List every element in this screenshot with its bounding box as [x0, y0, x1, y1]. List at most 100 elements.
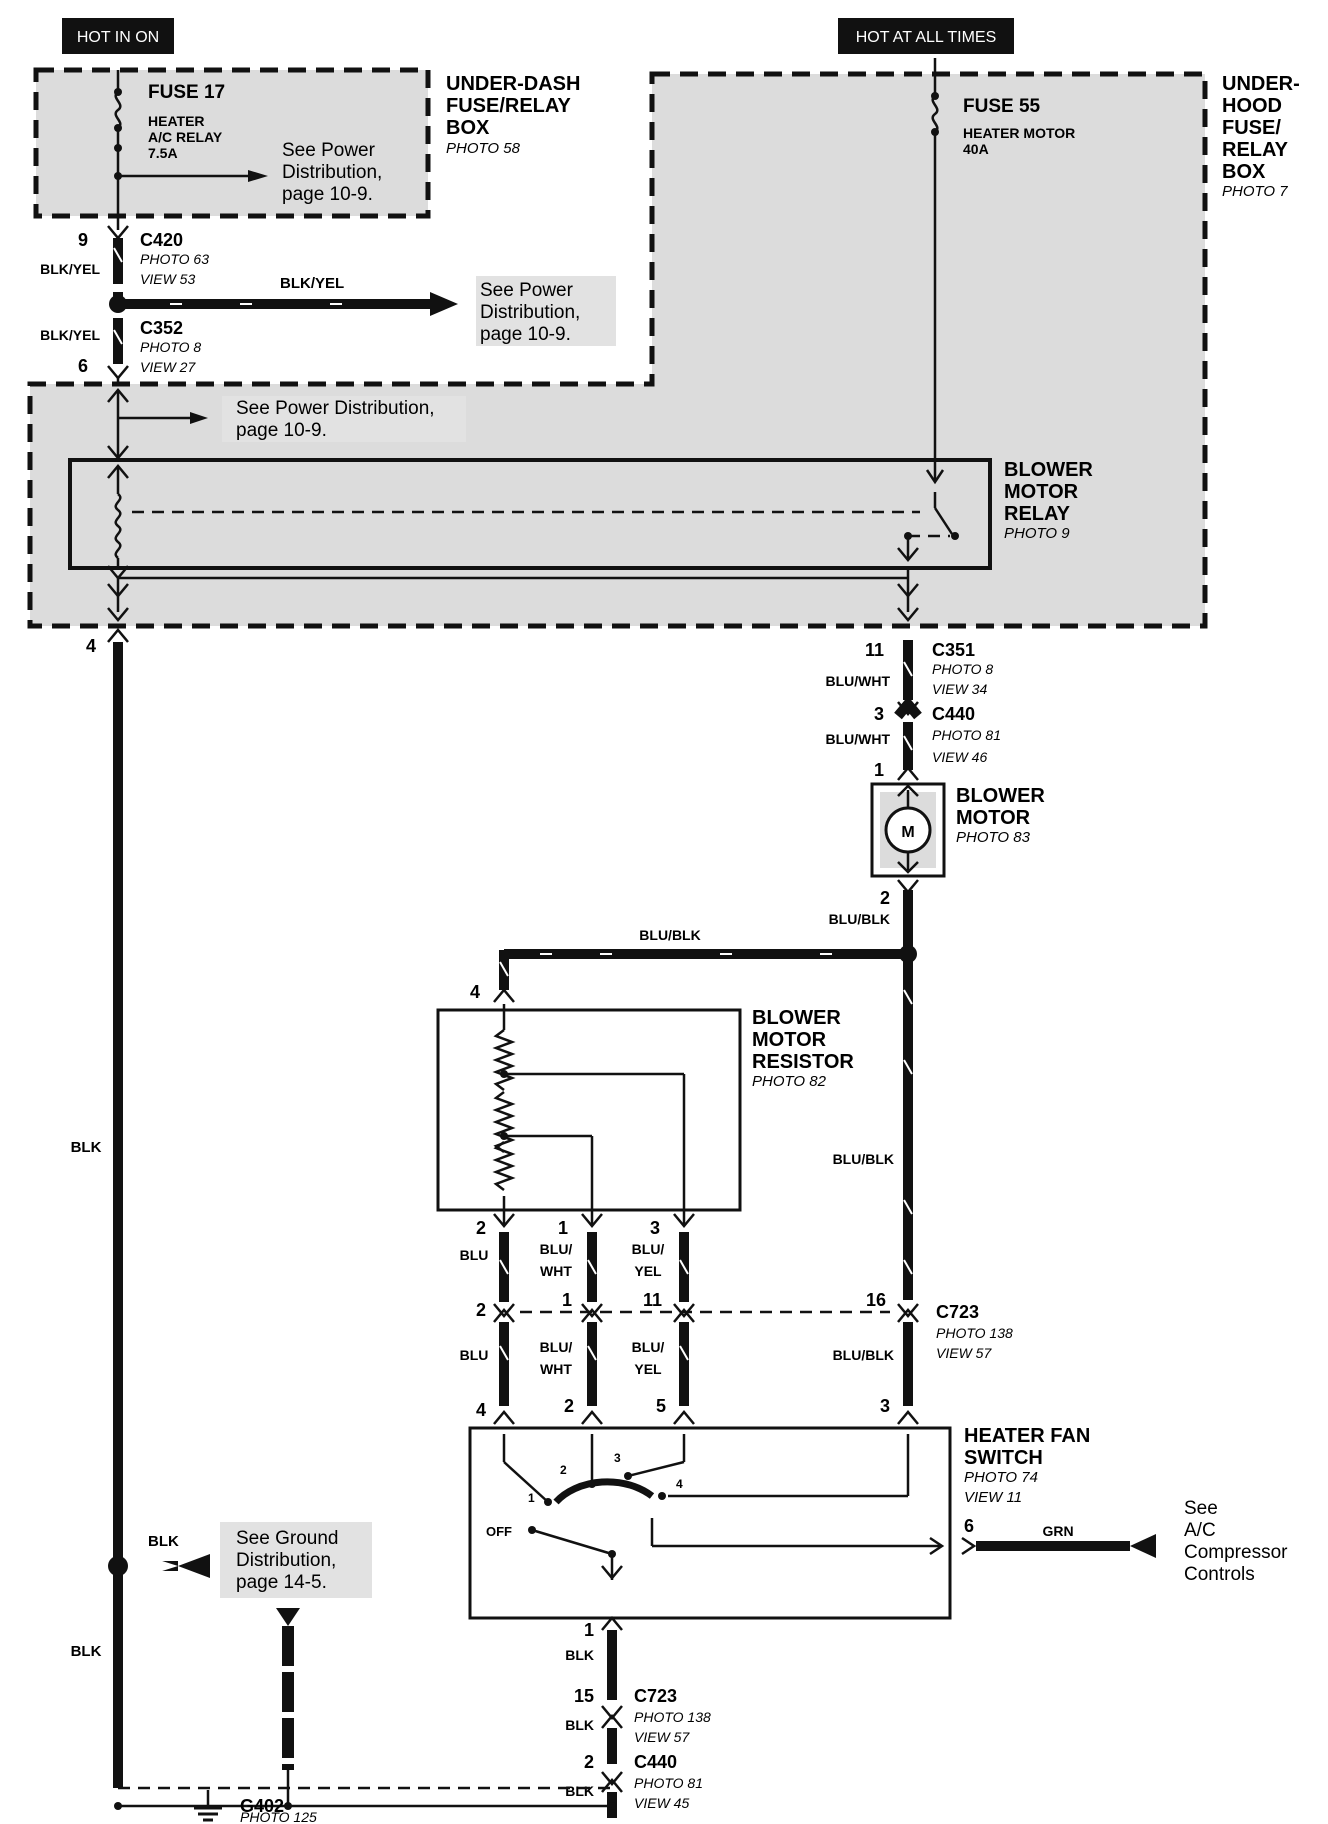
c351-view: VIEW 34 [932, 681, 987, 697]
c352-wire: BLK/YEL [40, 327, 100, 343]
switch-view: VIEW 11 [964, 1489, 1022, 1506]
underhood-title-1: UNDER- [1222, 73, 1300, 95]
c723-pin-11: 11 [643, 1290, 662, 1310]
blower-relay-frame [68, 458, 992, 570]
c723-bot-photo: PHOTO 138 [634, 1709, 711, 1725]
underhood-title-5: BOX [1222, 161, 1266, 183]
c723-pin-2: 2 [476, 1300, 486, 1320]
ground-note-3: page 14-5. [236, 1572, 327, 1593]
fuse-55 [925, 58, 945, 485]
c352-photo: PHOTO 8 [140, 339, 201, 355]
switch-pos-3: 3 [614, 1451, 621, 1465]
grn-see-4: Controls [1184, 1564, 1255, 1585]
underdash-photo: PHOTO 58 [446, 140, 521, 157]
underdash-title-2: FUSE/RELAY [446, 95, 572, 117]
resistor-pin-in: 4 [470, 982, 480, 1002]
relay-title-1: BLOWER [1004, 459, 1093, 481]
resistor-pin-2: 2 [476, 1218, 486, 1238]
blkyel-branch [118, 292, 458, 316]
relay-title-3: RELAY [1004, 503, 1071, 525]
blublk-label-4: BLU/BLK [833, 1347, 894, 1363]
c351-pin: 11 [865, 640, 884, 660]
relay-photo: PHOTO 9 [1004, 525, 1070, 542]
c420-name: C420 [140, 230, 183, 250]
ground-note-wire [276, 1608, 300, 1770]
c351-wire: BLU/WHT [825, 673, 890, 689]
blkyel-branch-wire: BLK/YEL [280, 275, 344, 292]
c723-mid-name: C723 [936, 1302, 979, 1322]
motor-pin-out: 2 [880, 888, 890, 908]
blower-motor-resistor [436, 1004, 742, 1228]
g402-photo: PHOTO 125 [240, 1809, 317, 1824]
top-bluyel-label-1: BLU/ [632, 1241, 665, 1257]
underdash-fuse-box [33, 67, 431, 219]
c420-view: VIEW 53 [140, 271, 195, 287]
fuse-17-label: FUSE 17 [148, 82, 225, 103]
underdash-title-3: BOX [446, 117, 490, 139]
c723-pin-16: 16 [866, 1290, 886, 1310]
underdash-see-1: See Power [282, 140, 376, 161]
c440-top-name: C440 [932, 704, 975, 724]
relay-title-2: MOTOR [1004, 481, 1079, 503]
fuse-17-desc1: HEATER [148, 113, 205, 129]
blublk-wires [493, 879, 919, 1300]
switch-pos-2: 2 [560, 1463, 567, 1477]
blublk-label-3: BLU/BLK [833, 1151, 894, 1167]
header-hot-at-all-times: HOT AT ALL TIMES [838, 18, 1014, 54]
underhood-title-4: RELAY [1222, 139, 1289, 161]
c723-mid-photo: PHOTO 138 [936, 1325, 1013, 1341]
grn-see-2: A/C [1184, 1520, 1216, 1541]
ground-note-shade [220, 1522, 372, 1598]
ground-note-2: Distribution, [236, 1550, 336, 1571]
c420-wire: BLK/YEL [40, 261, 100, 277]
c723-mid-connector [493, 1303, 919, 1406]
resistor-output-wires [499, 1232, 689, 1302]
underhood-photo: PHOTO 7 [1222, 183, 1288, 200]
underdash-see-2: Distribution, [282, 162, 382, 183]
bot-bluwht-label-2: WHT [540, 1361, 572, 1377]
underdash-see-3: page 10-9. [282, 184, 373, 205]
resistor-title-2: MOTOR [752, 1029, 827, 1051]
left-pin-4: 4 [86, 636, 96, 656]
switch-title-1: HEATER FAN [964, 1425, 1090, 1447]
c351-photo: PHOTO 8 [932, 661, 993, 677]
grn-see-3: Compressor [1184, 1542, 1288, 1563]
switch-pin-4: 4 [476, 1400, 486, 1420]
fuse-17-amp: 7.5A [148, 145, 178, 161]
blkyel-see-3: page 10-9. [480, 324, 571, 345]
c351-c440-run [894, 640, 922, 781]
motor-photo: PHOTO 83 [956, 829, 1031, 846]
switch-pos-4: 4 [676, 1477, 683, 1491]
grn-wire [961, 1534, 1156, 1558]
blublk-label-1: BLU/BLK [829, 911, 890, 927]
fuse-55-label: FUSE 55 [963, 96, 1041, 117]
c440-bot-view: VIEW 45 [634, 1795, 689, 1811]
c723-mid-view: VIEW 57 [936, 1345, 992, 1361]
switch-bottom-pin: 1 [584, 1620, 594, 1640]
blkyel-see-1: See Power [480, 280, 574, 301]
c420-photo: PHOTO 63 [140, 251, 209, 267]
heater-fan-switch [468, 1410, 952, 1620]
bot-bluwht-label-1: BLU/ [540, 1339, 573, 1355]
relay-note-1: See Power Distribution, [236, 398, 435, 419]
motor-title-1: BLOWER [956, 785, 1045, 807]
switch-photo: PHOTO 74 [964, 1469, 1038, 1486]
relay-note-shade [222, 396, 466, 442]
grn-see-1: See [1184, 1498, 1218, 1519]
motor-title-2: MOTOR [956, 807, 1031, 829]
c723-pin-1: 1 [562, 1290, 572, 1310]
c723-bot-name: C723 [634, 1686, 677, 1706]
c723-bot-wire: BLK [565, 1717, 594, 1733]
hot-at-all-times-label: HOT AT ALL TIMES [856, 29, 997, 46]
switch-pin-2: 2 [564, 1396, 574, 1416]
c440-bot-wire: BLK [565, 1783, 594, 1799]
c440-top-view: VIEW 46 [932, 749, 987, 765]
switch-bottom-wire: BLK [565, 1647, 594, 1663]
switch-pin-3: 3 [880, 1396, 890, 1416]
c351-name: C351 [932, 640, 975, 660]
hot-in-on-label: HOT IN ON [77, 29, 159, 46]
bot-blu-label: BLU [460, 1347, 489, 1363]
c352-name: C352 [140, 318, 183, 338]
ground-g402 [114, 1770, 616, 1822]
